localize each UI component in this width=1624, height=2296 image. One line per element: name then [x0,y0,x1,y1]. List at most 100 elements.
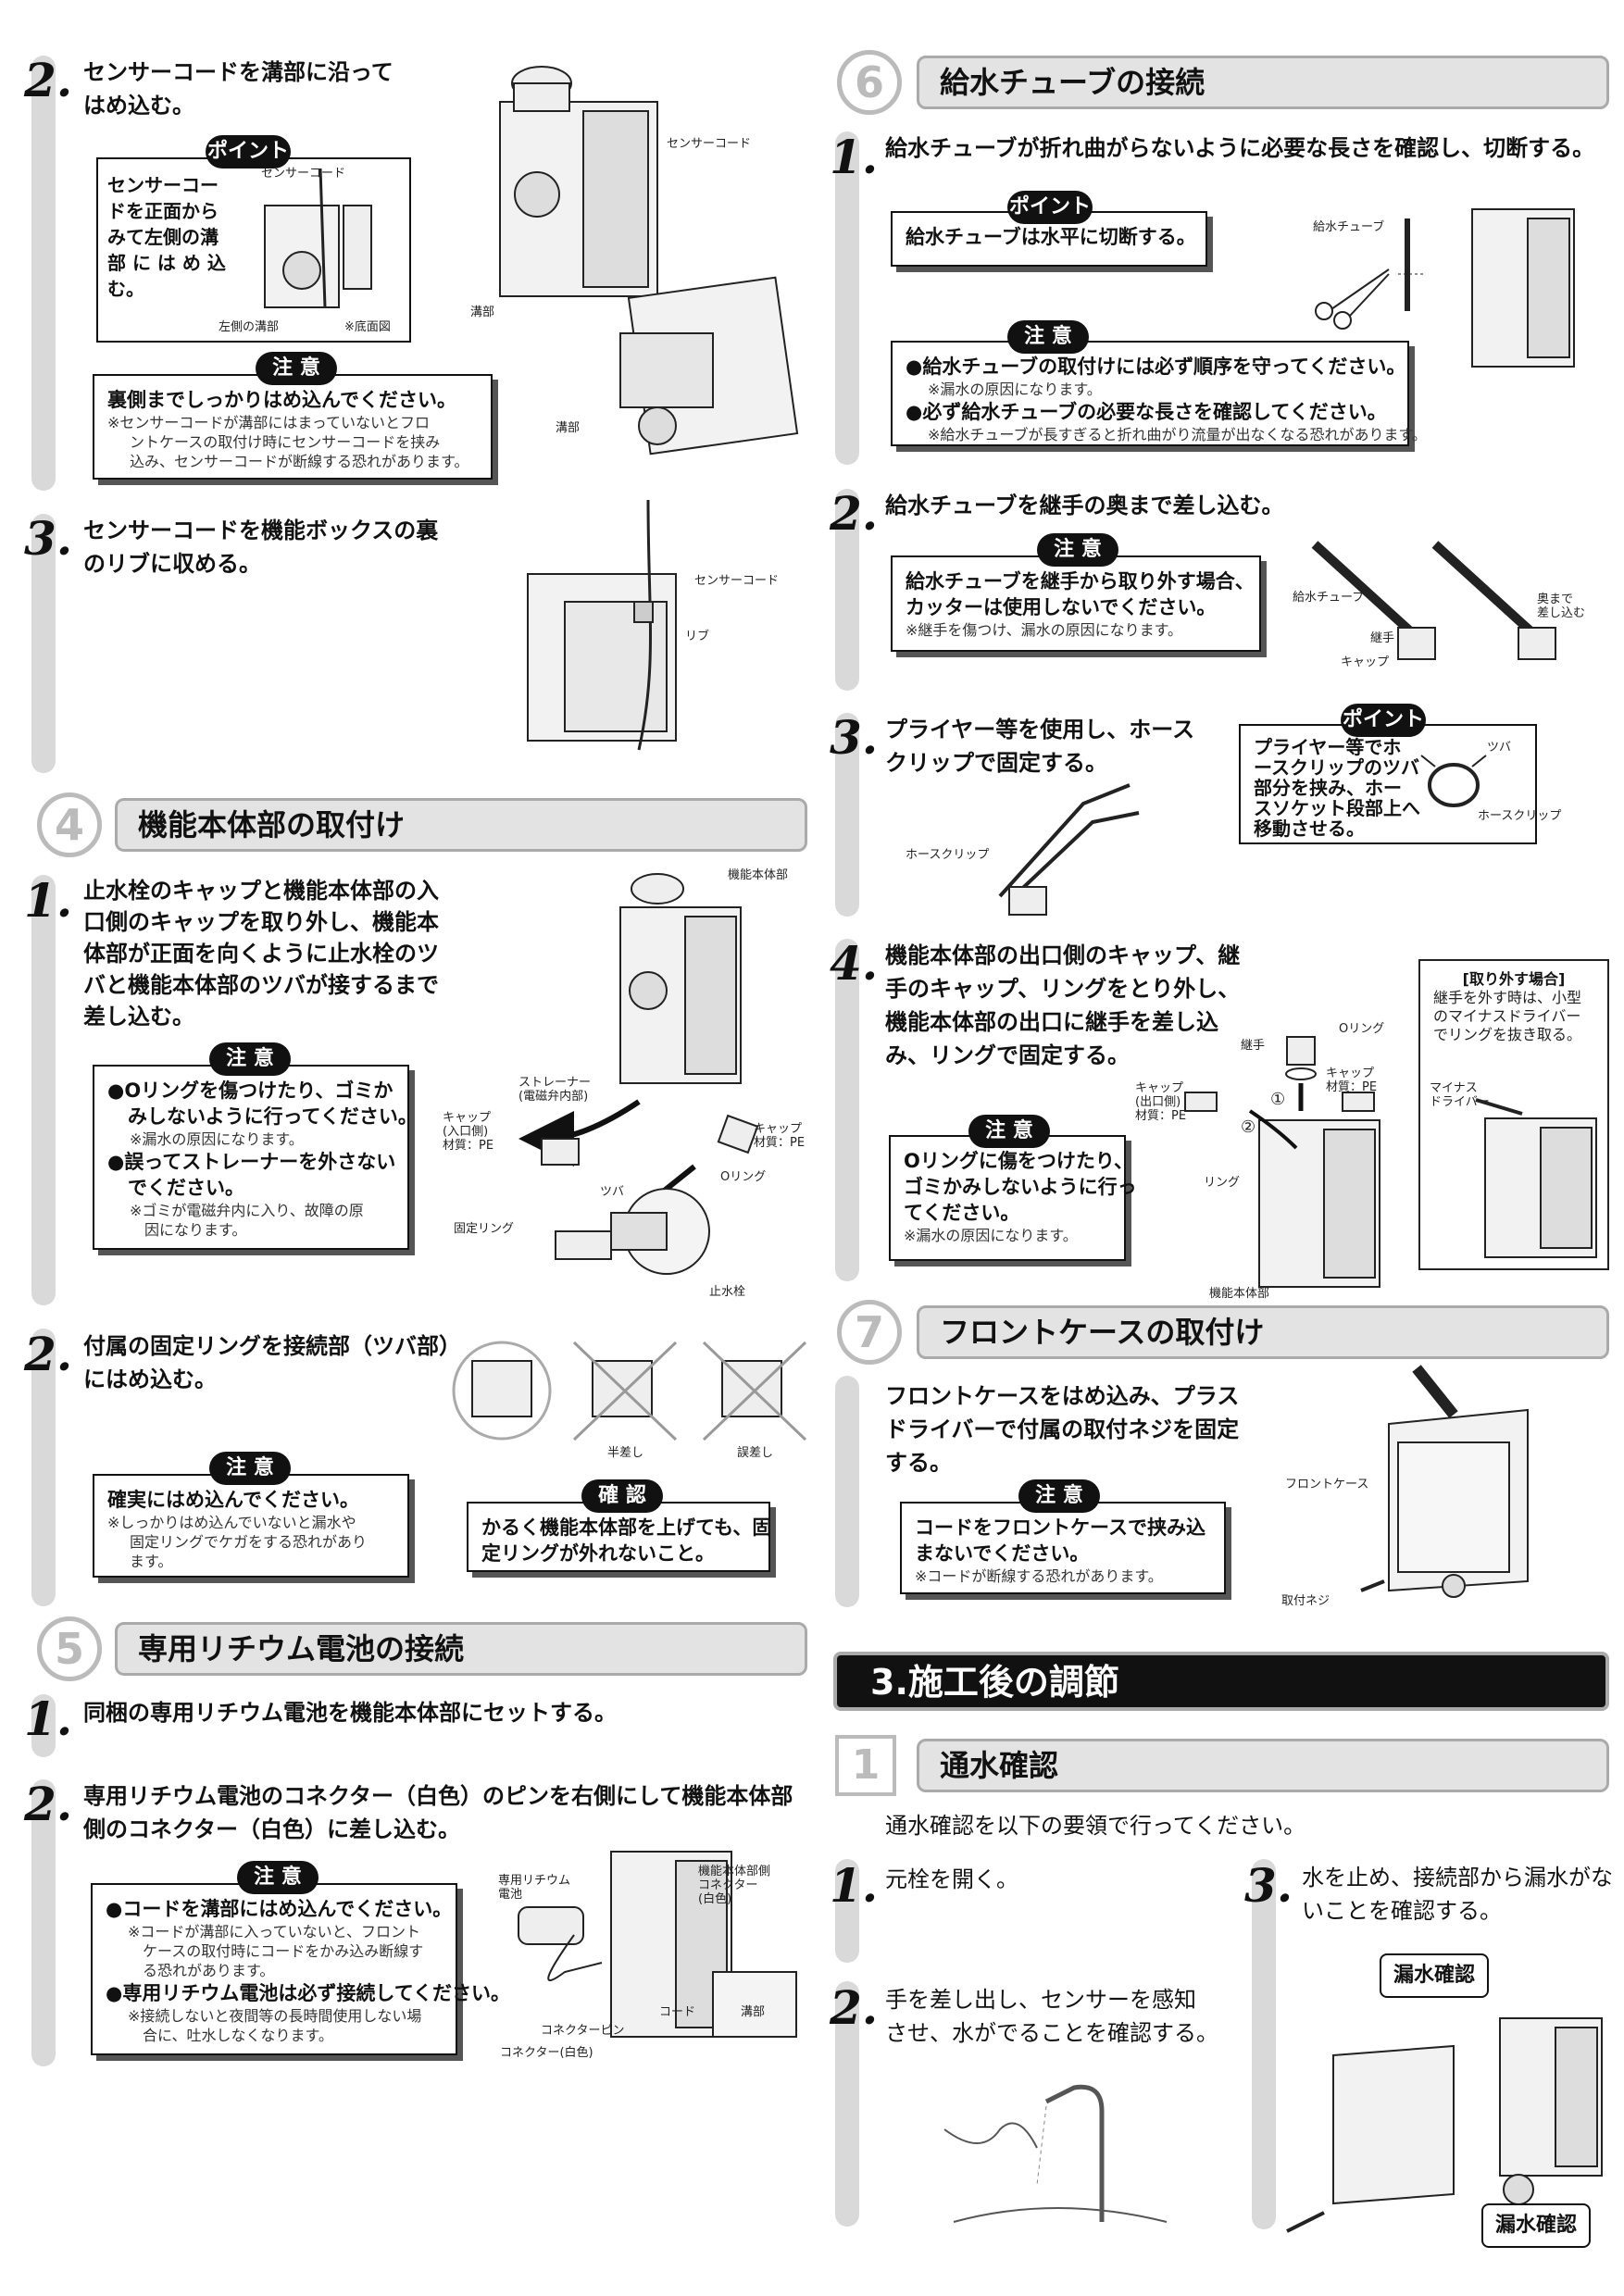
label-body: 機能本体部 [728,868,789,882]
driver-removal-illustration [1475,1098,1597,1258]
label-left-groove: 左側の溝部 [219,320,280,334]
caution-box: 給水チューブを継手から取り外す場合、 カッターは使用しないでください。 ※継手を… [891,555,1261,652]
removal-box: [取り外す場合] 継手を外す時は、小型のマイナスドライバーでリングを抜き取る。 … [1418,959,1609,1270]
leak-check-label: 漏水確認 [1481,2203,1591,2248]
label-body: 機能本体部 [1209,1287,1270,1301]
label-joint: 継手 [1241,1039,1266,1053]
step-text: フロントケースをはめ込み、プラスドライバーで付属の取付ネジを固定する。 [885,1383,1240,1476]
step-number: 2. [24,53,73,107]
step-bar [31,56,56,491]
label-rib: リブ [685,630,710,643]
step-number: 4. [830,936,879,991]
step-bar [31,1329,56,1606]
tube-insert-illustration [1311,541,1556,660]
label-connector-pin: コネクターピン [541,2024,625,2038]
label-tube: 給水チューブ [1293,591,1365,605]
part-header: 3.施工後の調節 [833,1652,1609,1711]
label-valve: 止水栓 [709,1285,746,1299]
label-tsuba: ツバ [1487,741,1512,755]
label-sensor-cord: センサーコード [667,137,752,151]
sub-header: 通水確認 [917,1739,1609,1792]
point-badge: ポイント [1341,704,1426,737]
device-groove-illustration [499,66,799,455]
label-insert-deep: 奥まで差し込む [1537,593,1586,620]
label-tube: 給水チューブ [1313,220,1385,234]
step-bar [835,1376,859,1607]
section-header: 機能本体部の取付け [115,798,807,852]
label-sensor-cord: センサーコード [694,574,780,588]
step-bar [31,1694,56,1757]
section-number: 5 [37,1616,102,1681]
label-oring: Oリング [720,1170,767,1184]
caution-badge: 注 意 [237,1861,319,1894]
step-text: 付属の固定リングを接続部（ツバ部）にはめ込む。 [83,1333,461,1392]
label-hose-clip: ホースクリップ [1478,809,1562,823]
label-fixing-ring: 固定リング [454,1222,515,1236]
label-front-case: フロントケース [1285,1478,1369,1491]
step-number: 2. [830,486,879,541]
step-number: 2. [830,1980,879,2035]
hand-faucet-illustration [943,2084,1168,2223]
caution-badge: 注 意 [209,1042,291,1076]
point-badge: ポイント [206,135,291,168]
label-bottom-view: ※底面図 [344,320,391,334]
step-bar [835,131,859,465]
label-sensor-cord: センサーコード [261,167,346,181]
label-hose-clip: ホースクリップ [906,848,990,862]
sub-number: 1 [835,1735,896,1796]
step-text: 水を止め、接続部から漏水がないことを確認する。 [1302,1865,1613,1924]
point-box: センサーコードを正面からみて左側の溝部 に は め 込む。 センサーコード 左側… [96,157,411,343]
label-screw: 取付ネジ [1281,1594,1330,1608]
rib-illustration [527,499,677,751]
step-number: 2. [24,1327,73,1381]
step-text: センサーコードを機能ボックスの裏のリブに収める。 [83,518,439,577]
step-number: 1. [830,130,879,184]
step-marker: ① [1270,1090,1286,1109]
section-number: 4 [37,792,102,857]
label-cap-outlet: キャップ(出口側)材質：PE [1135,1081,1187,1123]
step-number: 3. [1244,1858,1293,1913]
step-text: センサーコードを溝部に沿ってはめ込む。 [83,59,394,119]
step-text: 機能本体部の出口側のキャップ、継手のキャップ、リングをとり外し、機能本体部の出口… [885,942,1241,1068]
step-bar [835,1859,859,1963]
caution-badge: 注 意 [256,352,337,385]
label-half-inserted: 半差し [607,1446,644,1460]
step-text: 給水チューブが折れ曲がらないように必要な長さを確認し、切断する。 [885,135,1595,161]
leak-check-illustration [1286,2017,1603,2233]
label-cap: キャップ材質：PE [754,1122,806,1150]
point-box: プライヤー等でホースクリップのツバ部分を挟み、ホースソケット段部上へ移動させる。 [1239,724,1537,844]
label-battery: 専用リチウム電池 [498,1874,571,1902]
label-connector-body: 機能本体部側コネクター(白色) [698,1865,771,1906]
section-number: 7 [837,1300,902,1365]
step-text: 手を差し出し、センサーを感知させ、水がでることを確認する。 [885,1987,1218,2046]
body-attach-illustration [518,873,759,1275]
caution-badge: 注 意 [209,1452,291,1485]
step-number: 3. [24,511,73,566]
step-bar [835,713,859,917]
battery-connect-illustration [518,1851,797,2038]
caution-box: ●給水チューブの取付けには必ず順序を守ってください。 ※漏水の原因になります。 … [891,341,1427,446]
confirm-box: かるく機能本体部を上げても、固 定リングが外れないこと。 [467,1502,771,1572]
confirm-badge: 確 認 [581,1479,663,1513]
section-number: 6 [837,50,902,115]
label-groove: 溝部 [556,421,581,435]
step-bar [835,1981,859,2227]
step-number: 3. [830,710,879,765]
step-bar [835,489,859,691]
step-number: 2. [24,1777,73,1831]
step-bar [835,939,859,1281]
label-cap-inlet: キャップ(入口側)材質：PE [443,1111,494,1153]
label-driver: マイナスドライバー [1430,1081,1490,1109]
step-bar [31,1779,56,2066]
step-bar [1252,1859,1276,2229]
caution-box: コードをフロントケースで挟み込 まないでください。 ※コードが断線する恐れがあり… [900,1502,1226,1594]
label-groove: 溝部 [741,2005,766,2019]
step-bar [31,514,56,773]
step-text: プライヤー等を使用し、ホースクリップで固定する。 [885,717,1195,776]
label-cord: コード [659,2005,696,2019]
label-oring: Oリング [1339,1022,1385,1036]
step-marker: ② [1241,1117,1256,1137]
step-text: 給水チューブを継手の奥まで差し込む。 [885,493,1284,518]
step-bar [31,875,56,1305]
front-case-illustration [1360,1365,1529,1598]
